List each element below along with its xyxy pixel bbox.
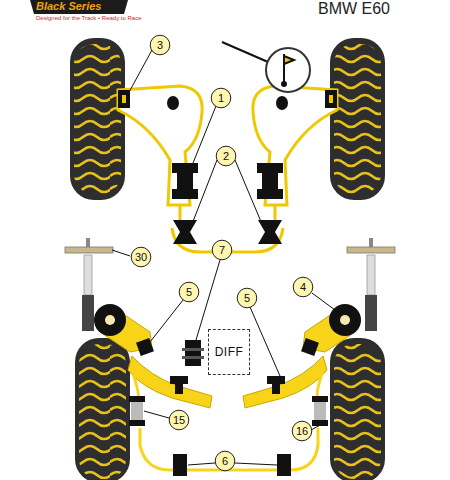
detail-symbol xyxy=(281,81,287,87)
tyre-tread xyxy=(79,344,126,479)
callout-circle-shape xyxy=(131,247,151,267)
brand-slogan: Designed for the Track • Ready to Race xyxy=(36,15,142,21)
pivot-bush xyxy=(276,96,288,110)
hub-bush-core xyxy=(122,95,126,103)
callout-number: 4 xyxy=(300,282,306,293)
callout-number: 1 xyxy=(218,93,224,104)
callout-circle-shape xyxy=(150,35,170,55)
callout-circle: 16 xyxy=(292,421,313,442)
leader-line xyxy=(112,50,335,465)
callout-circle: 4 xyxy=(293,277,314,298)
diff-bush xyxy=(182,340,204,366)
diff-box: DIFF xyxy=(208,329,250,375)
rear-lower-arm xyxy=(243,356,327,408)
callout-number: 7 xyxy=(219,245,225,256)
front-right-tyre xyxy=(330,38,385,200)
front-left-tyre xyxy=(70,38,125,200)
rear-subframe xyxy=(140,428,318,470)
magnifier-lens xyxy=(266,48,310,92)
link-bush xyxy=(173,220,282,244)
callout-circle: 3 xyxy=(150,35,171,56)
brand-name: Black Series xyxy=(36,0,101,12)
callout-number: 5 xyxy=(186,287,192,298)
callout-number: 15 xyxy=(173,415,185,426)
magnifier-handle xyxy=(222,42,268,62)
logo-badge xyxy=(30,0,128,14)
rear-left-tyre xyxy=(75,338,130,480)
hub-bush xyxy=(325,90,337,108)
callout-circle-shape xyxy=(212,240,232,260)
hub-bush-core xyxy=(329,95,333,103)
arm-bush xyxy=(172,163,283,199)
tyre-tread xyxy=(334,344,381,479)
callout-circle-shape xyxy=(237,288,257,308)
callout-circle-shape xyxy=(179,282,199,302)
callout-circle-shape xyxy=(293,277,313,297)
tyre-tread xyxy=(334,44,381,194)
mount-bush xyxy=(94,304,126,336)
callout-number: 6 xyxy=(222,456,228,467)
pivot-bush xyxy=(167,96,179,110)
mount-bush-core xyxy=(105,315,115,325)
callout-number: 30 xyxy=(135,252,147,263)
detail-symbol xyxy=(284,54,294,84)
callout-circle: 5 xyxy=(237,288,258,309)
model-title: BMW E60 xyxy=(318,0,390,18)
front-control-arm xyxy=(118,86,202,205)
callout-number: 2 xyxy=(223,151,229,162)
callout-number: 16 xyxy=(296,426,308,437)
front-control-arm xyxy=(253,86,337,205)
rear-right-tyre xyxy=(330,338,385,480)
callout-circle-shape xyxy=(211,88,231,108)
part-name: DIFF xyxy=(215,346,244,358)
callout-circle: 15 xyxy=(169,410,190,431)
callout-circle-shape xyxy=(216,146,236,166)
callout-number: 3 xyxy=(157,40,163,51)
callout-number: 5 xyxy=(244,293,250,304)
callout-circle: 7 xyxy=(212,240,233,261)
tyre-tread xyxy=(74,44,121,194)
callout-circle: 6 xyxy=(215,451,236,472)
callout-circle-shape xyxy=(292,421,312,441)
callout-circle: 30 xyxy=(131,247,152,268)
callout-circle: 5 xyxy=(179,282,200,303)
callout-circle: 2 xyxy=(216,146,237,167)
callout-circle-shape xyxy=(215,451,235,471)
mount-bush-core xyxy=(340,315,350,325)
callout-circle-shape xyxy=(169,410,189,430)
callout-circle: 1 xyxy=(211,88,232,109)
